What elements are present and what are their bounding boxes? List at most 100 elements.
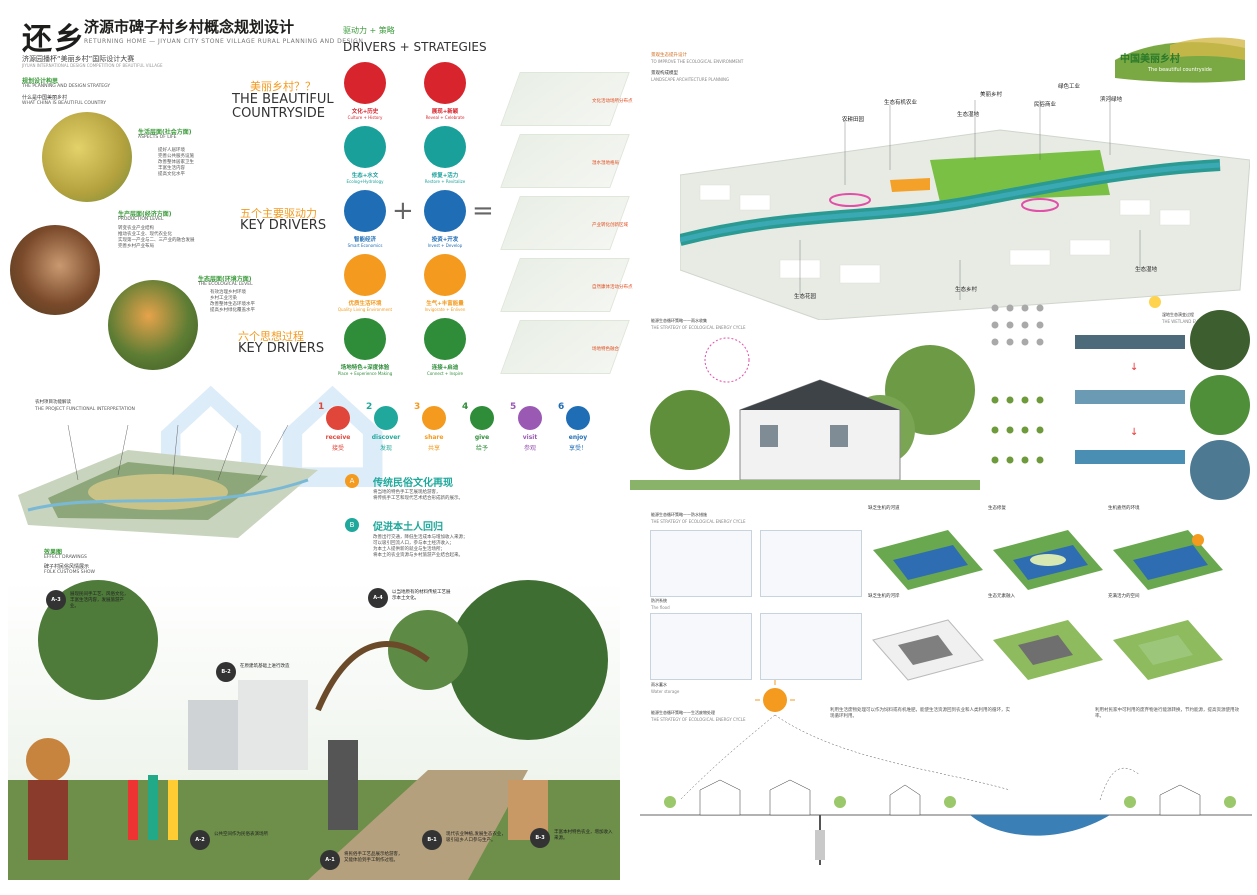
step-label: 接受 [331,445,344,452]
driver-label-en: Restore + Revitalize [424,179,466,184]
masterplan-labels: 农耕田园生态有机农业生态湿地美丽乡村民俗商业绿色工业滨河绿地生态花园生态乡村生态… [680,80,1250,310]
masterplan-label: 生态有机农业 [884,100,918,106]
effect-marker: A-2 [190,830,210,850]
drivers-title: 驱动力 + 策略 [343,26,395,35]
folk-show-title: 碑子村民俗风情展示 [44,564,90,570]
masterplan-label: 滨河绿地 [1100,97,1123,103]
flood-panel-2 [760,530,862,597]
energy-note: 利用村民家中可利用的废弃物进行能源转换，节约能源，提高资源使用效率。 [1095,708,1239,720]
landscape-layer-stack: 文化活动场所分布点湿水湿地格局产业转化创新区域自然康体活动分布点场地特色融合 [500,62,650,382]
section-heading: 规划设计构思 [22,78,59,85]
life-aspect-text: 提好人居环境 完善公共服务设施 改善整体居家卫生 丰富生活内容 提高文化水平 [158,148,194,178]
driver-label-en: Invest + Develop [427,243,463,248]
effect-marker: B-2 [216,662,236,682]
competition-name: 济源园播杯“美丽乡村”国际设计大赛 [22,55,135,63]
driver-label-en: Ecolog+Hydrology [346,179,384,184]
step-label: 参观 [523,445,536,452]
logo-calligraphy: 还乡 [22,22,86,57]
step-icon [422,406,446,430]
storage-panel-2 [760,613,862,680]
production-title: 生产层面(经济方面) [118,211,172,218]
masterplan-label: 生态乡村 [955,287,978,293]
rain-house-illustration [630,337,980,490]
svg-text:↓: ↓ [1130,362,1138,373]
effect-note: 将民俗手工艺品展示给游客，又能体验到手工制作过程。 [344,852,403,864]
point-a-title: 传统民俗文化再现 [373,478,453,489]
step-label: 给予 [475,445,488,452]
driver-icon [424,190,466,232]
masterplan-label: 生态湿地 [957,112,980,118]
driver-label: 修复+活力 [431,173,459,179]
layer-label: 湿水湿地格局 [592,161,619,166]
flood-en: THE STRATEGY OF ECOLOGICAL ENERGY CYCLE [651,519,746,524]
section-heading-en: THE PLANNING AND DESIGN STRATEGY [22,84,111,89]
step-label: 享受！ [568,445,587,452]
wetland-title: 湿地生态演变过程 [1162,312,1194,317]
effect-note: 以当地原有的材料传统工艺展示本土文化。 [392,590,451,602]
effect-marker: B-1 [422,830,442,850]
question-title-en-2: COUNTRYSIDE [232,106,325,121]
five-drivers-en: KEY DRIVERS [240,218,327,233]
step-label-en: visit [522,434,538,441]
river-transformation-diagram [872,530,1223,681]
point-a-text: 将当地的特色手工艺展现给游客， 将传统手工艺和现代艺术结合形成新的展示。 [373,490,463,502]
life-aspect-title: 生活层面(社会方面) [138,129,192,136]
masterplan-perspective [680,95,1250,320]
driver-icon [344,190,386,232]
driver-label-en: Smart Economics [347,243,383,248]
flood-panel-1 [650,530,752,597]
plus-sign: + [392,196,414,226]
step-label-en: enjoy [568,434,588,441]
layer-label: 自然康体活动分布点 [592,285,633,290]
rice-field-photo [42,112,132,202]
river-label-layer: 缺乏生机的河道生态修复生机盎然的环境缺乏生机的河岸生态元素融入充满活力的空间 [868,505,1248,695]
banner-brush [1115,37,1245,83]
step-icon [518,406,542,430]
life-cycle-note: 利用生活废物处理可以作为饲料或有机堆肥，能使生活资源回到农业和人类利用的循环，实… [830,708,1010,720]
masterplan-label: 美丽乡村 [980,92,1003,98]
point-b-badge: B [345,518,359,532]
driver-icon [344,62,386,104]
driver-icon [424,254,466,296]
effect-marker: A-3 [46,590,66,610]
energy-title: 能源生态循环策略——雨水收集 [651,318,707,323]
orchard-photo [108,280,198,370]
driver-icon [424,318,466,360]
six-process-en: KEY DRIVERS [238,341,325,356]
driver-label: 连接+启迪 [431,365,459,371]
driver-label-en: Reveal + Celebrate [425,115,465,120]
step-icon [326,406,350,430]
driver-label: 文化+历史 [351,109,379,115]
river-stage-label: 充满活力的空间 [1108,594,1140,599]
masterplan-label: 农耕田园 [842,117,865,123]
step-number: 2 [366,402,373,412]
driver-icon [424,62,466,104]
step-label: 共享 [427,445,440,452]
question-title-en-1: THE BEAUTIFUL [232,92,334,107]
driver-label: 展现+新颖 [431,109,459,115]
flood-item: 防洪系统 [651,598,667,603]
step-label-en: receive [325,434,351,441]
step-number: 5 [510,402,517,412]
six-process-title: 六个思想过程 [238,330,304,343]
river-stage-label: 生态元素融入 [988,594,1015,599]
farmer-photo [10,225,100,315]
step-number: 4 [462,402,469,412]
effect-note: 展现民间手工艺、风俗文化，丰富生活内容，发展旅游产业。 [70,592,129,610]
layer-label: 文化活动场所分布点 [592,99,633,104]
effect-title: 效果图 [44,549,63,556]
equals-sign: = [472,196,494,226]
effect-note: 公共空间作为民俗表演场所 [214,832,268,837]
production-en: PRODUCTION LEVEL [118,217,164,222]
point-b-title: 促进本土人回归 [373,522,443,533]
interpretation-en: THE PROJECT FUNCTIONAL INTERPRETATION [35,407,135,412]
driver-label: 投资+开发 [431,237,459,243]
step-icon [566,406,590,430]
wetland-evolution-diagram: ↓ ↓ [991,296,1250,500]
flood-title: 能源生态循环策略——防水措施 [651,512,707,517]
step-label-en: share [424,434,444,441]
effect-note: 现代农业种植,发展生态农业，吸引返乡人口参与生产。 [446,832,506,844]
river-stage-label: 缺乏生机的河岸 [868,594,900,599]
layer-label: 产业转化创新区域 [592,223,628,228]
